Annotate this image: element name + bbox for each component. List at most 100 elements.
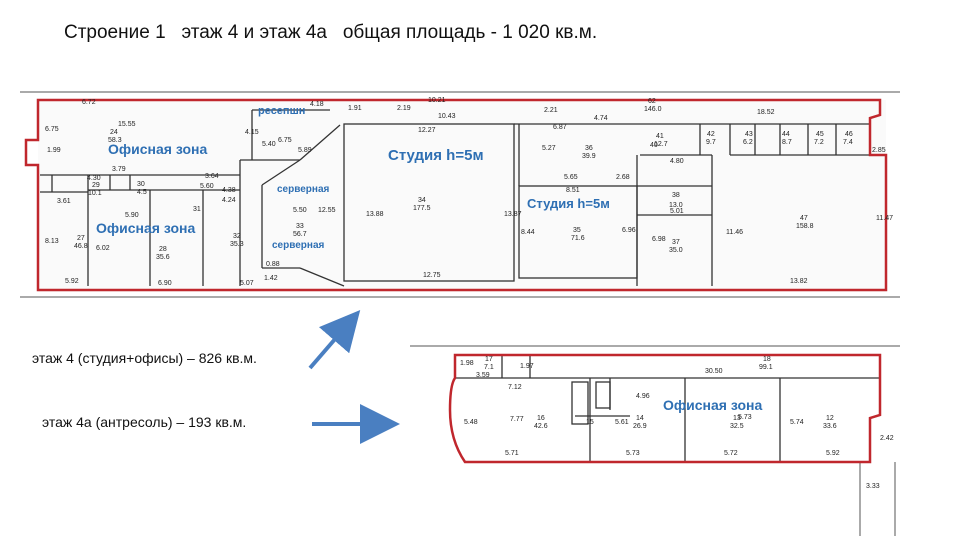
room-number: 35	[573, 227, 581, 234]
dimension: 5.60	[200, 183, 214, 190]
room-area: 32.5	[730, 423, 744, 430]
dimension: 6.75	[278, 137, 292, 144]
dimension: 13.82	[790, 278, 808, 285]
room-area: 39.9	[582, 153, 596, 160]
zone-server-2: серверная	[272, 240, 325, 251]
room-area: 158.8	[796, 223, 814, 230]
dimension: 5.90	[125, 212, 139, 219]
dimension: 4.18	[310, 101, 324, 108]
zone-server-1: серверная	[277, 184, 330, 195]
dimension: 6.75	[45, 126, 59, 133]
room-area: 8.7	[782, 139, 792, 146]
dimension: 12.55	[318, 207, 336, 214]
room-number: 27	[77, 235, 85, 242]
dimension: 7.77	[510, 416, 524, 423]
dimension: 3.79	[112, 166, 126, 173]
room-number: 14	[636, 415, 644, 422]
dimension: 11.47	[876, 215, 893, 222]
dimension: 2.68	[616, 174, 630, 181]
zone-office-1: Офисная зона	[108, 141, 207, 157]
dimension: 2.21	[544, 107, 558, 114]
dimension: 0.88	[266, 261, 280, 268]
floor4a-outline	[448, 353, 882, 464]
room-number: 33	[296, 223, 304, 230]
floor4-plan: Офисная зона Офисная зона Студия h=5м Ст…	[20, 91, 900, 298]
dimension: 5.61	[615, 419, 629, 426]
dimension: 4.74	[594, 115, 608, 122]
room-number: 36	[585, 145, 593, 152]
room-area: 71.6	[571, 235, 585, 242]
room-area: 35.6	[156, 254, 170, 261]
room-number: 42	[707, 131, 715, 138]
page-title: Строение 1 этаж 4 и этаж 4а общая площад…	[64, 22, 598, 43]
dimension: 13.87	[504, 211, 522, 218]
room-area: 7.1	[484, 364, 494, 371]
dimension: 4.38	[222, 187, 236, 194]
dimension: 1.91	[348, 105, 362, 112]
dimension: 10.21	[428, 97, 446, 104]
dimension: 1.42	[264, 275, 278, 282]
room-area: 146.0	[644, 106, 662, 113]
room-area: 7.4	[843, 139, 853, 146]
dimension: 18.52	[757, 109, 775, 116]
room-labels: 24 58.3 27 46.8 28 35.6 29 10.1 30 4.5 3…	[74, 98, 853, 261]
dimension: 2.42	[880, 435, 894, 442]
room-area: 6.2	[743, 139, 753, 146]
room-area: 12.7	[654, 141, 668, 148]
dimension: 11.46	[726, 229, 743, 236]
room-area: 4.5	[137, 189, 147, 196]
dimension: 12.75	[423, 272, 441, 279]
room-number: 16	[537, 415, 545, 422]
dimension: 1.98	[460, 360, 474, 367]
dimension: 5.74	[790, 419, 804, 426]
room-number: 43	[745, 131, 753, 138]
dimension: 5.72	[724, 450, 738, 457]
dimension: 12.27	[418, 127, 436, 134]
dimension: 10.43	[438, 113, 456, 120]
dimension: 4.80	[670, 158, 684, 165]
room-number: 62	[648, 98, 656, 105]
room-number: 29	[92, 182, 100, 189]
room-number: 47	[800, 215, 808, 222]
dimension: 5.71	[505, 450, 519, 457]
room-number: 12	[826, 415, 834, 422]
dimension: 4.15	[245, 129, 259, 136]
room-number: 40	[650, 142, 658, 149]
room-number: 44	[782, 131, 790, 138]
dimension: 30.50	[705, 368, 723, 375]
dimension: 4.24	[222, 197, 236, 204]
dimension: 6.72	[82, 99, 96, 106]
room-number: 32	[233, 233, 241, 240]
room-area: 177.5	[413, 205, 431, 212]
dimension: 5.73	[738, 414, 752, 421]
room-number: 13	[733, 415, 741, 422]
room-area: 99.1	[759, 364, 773, 371]
room-area: 13.0	[669, 202, 683, 209]
room-area: 42.6	[534, 423, 548, 430]
room-number: 28	[159, 246, 167, 253]
room-labels-4a: 17 7.1 18 99.1 16 42.6 14 26.9 13 32.5 1…	[484, 356, 837, 430]
dimension: 8.13	[45, 238, 59, 245]
arrow-to-floor4	[308, 309, 361, 370]
dimension: 6.87	[553, 124, 567, 131]
room-number: 45	[816, 131, 824, 138]
floor4-outline	[24, 98, 888, 292]
room-number: 38	[672, 192, 680, 199]
dimension: 6.90	[158, 280, 172, 287]
room-number: 31	[193, 206, 201, 213]
floor4a-area-note: этаж 4а (антресоль) – 193 кв.м.	[42, 414, 247, 430]
room-area: 7.2	[814, 139, 824, 146]
zone-office-2: Офисная зона	[96, 220, 195, 236]
room-number: 18	[763, 356, 771, 363]
floor4a-plan: Офисная зона 17 7.1 18 99.1 16 42.6 14 2…	[410, 345, 900, 536]
room-area: 26.9	[633, 423, 647, 430]
room-number: 34	[418, 197, 426, 204]
room-area: 56.7	[293, 231, 307, 238]
dimension: 5.48	[464, 419, 478, 426]
dimension: 2.19	[397, 105, 411, 112]
room-area: 46.8	[74, 243, 88, 250]
dimension: 5.73	[626, 450, 640, 457]
dimension-labels-4a: 30.50 7.12 3.59 1.98 1.97 4.96 5.48 7.77…	[460, 360, 894, 490]
dimension: 5.92	[826, 450, 840, 457]
